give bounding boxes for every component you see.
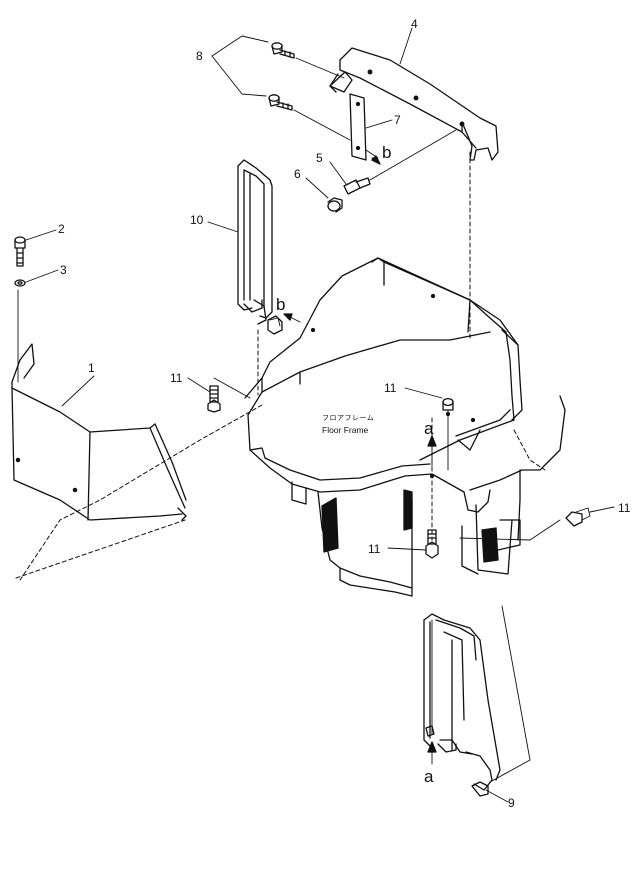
floor-frame-label-en: Floor Frame bbox=[322, 425, 369, 435]
callout-11-right: 11 bbox=[618, 501, 631, 515]
part-2-bolt bbox=[14, 229, 57, 267]
part-8-bolts bbox=[211, 35, 351, 141]
part-10-handle bbox=[207, 159, 273, 325]
part-11-bolt-center bbox=[404, 387, 454, 471]
callout-1: 1 bbox=[88, 361, 95, 375]
part-11-bolt-left bbox=[187, 377, 251, 413]
part-11-bolt-lower bbox=[387, 529, 439, 559]
callout-11-center: 11 bbox=[384, 381, 397, 395]
floor-frame-label-jp: フロアフレーム bbox=[322, 414, 374, 422]
callout-11-lower: 11 bbox=[368, 542, 381, 556]
callout-3: 3 bbox=[60, 263, 67, 277]
view-arrow-a-lower bbox=[427, 741, 437, 765]
part-1-cover bbox=[11, 289, 187, 579]
view-marker-b-top: b bbox=[382, 143, 391, 162]
part-7-plate bbox=[349, 93, 393, 165]
callout-2: 2 bbox=[58, 222, 65, 236]
callout-8: 8 bbox=[196, 49, 203, 63]
part-3-washer bbox=[14, 269, 59, 287]
view-marker-a-lower: a bbox=[424, 767, 434, 786]
part-11-bolt-right bbox=[459, 506, 615, 541]
callout-11-left: 11 bbox=[170, 371, 183, 385]
part-5-bolt bbox=[329, 129, 457, 195]
view-marker-b-mid: b bbox=[276, 295, 285, 314]
callout-7: 7 bbox=[394, 113, 401, 127]
callout-10: 10 bbox=[190, 213, 204, 227]
view-marker-a-upper: a bbox=[424, 419, 434, 438]
callout-9: 9 bbox=[508, 796, 515, 810]
part-9-handle bbox=[423, 605, 531, 803]
callout-5: 5 bbox=[316, 151, 323, 165]
part-4-bracket bbox=[329, 27, 499, 161]
view-arrow-a-upper bbox=[427, 435, 437, 467]
floor-frame bbox=[19, 151, 566, 597]
part-9-bolt bbox=[425, 619, 435, 737]
callout-4: 4 bbox=[411, 17, 418, 31]
part-11-bolt-mid bbox=[267, 313, 301, 335]
callout-6: 6 bbox=[294, 167, 301, 181]
part-6-cap bbox=[305, 177, 343, 213]
